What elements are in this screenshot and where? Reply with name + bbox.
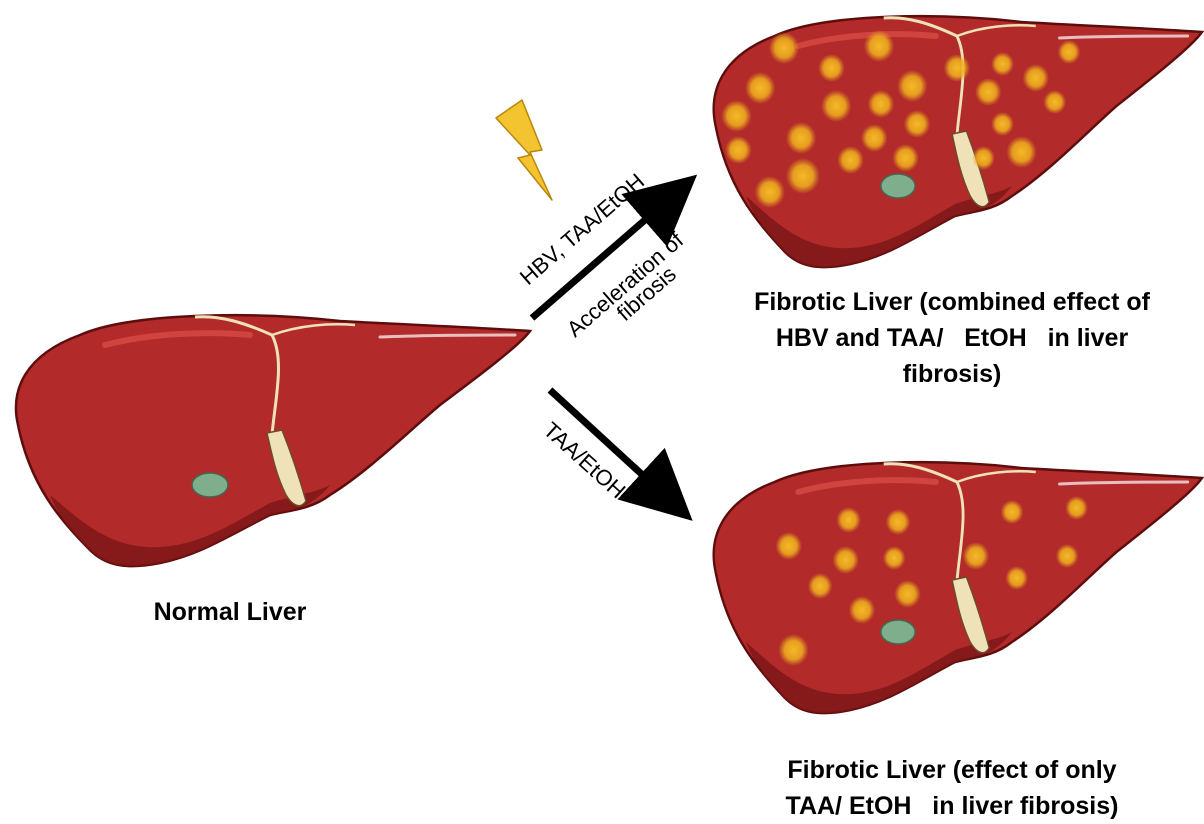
- taa-only-fibrotic-liver: [714, 462, 1202, 713]
- combined-label-line-2: HBV and TAA/ EtOH in liver: [712, 320, 1192, 356]
- normal-liver-label: Normal Liver: [110, 594, 350, 630]
- only-label-line-1: Fibrotic Liver (effect of only: [712, 752, 1192, 788]
- combined-fibrotic-liver: [714, 16, 1202, 267]
- normal-liver-label-line: Normal Liver: [110, 594, 350, 630]
- lightning-bolt-icon: [496, 100, 552, 200]
- combined-label-line-1: Fibrotic Liver (combined effect of: [712, 284, 1192, 320]
- combined-label-line-3: fibrosis): [712, 356, 1192, 392]
- combined-fibrotic-liver-label: Fibrotic Liver (combined effect of HBV a…: [712, 284, 1192, 392]
- normal-liver: [16, 315, 530, 566]
- lower-arrow-label: TAA/EtOH: [539, 417, 631, 503]
- only-label-line-2: TAA/ EtOH in liver fibrosis): [712, 788, 1192, 824]
- taa-only-fibrotic-liver-label: Fibrotic Liver (effect of only TAA/ EtOH…: [712, 752, 1192, 824]
